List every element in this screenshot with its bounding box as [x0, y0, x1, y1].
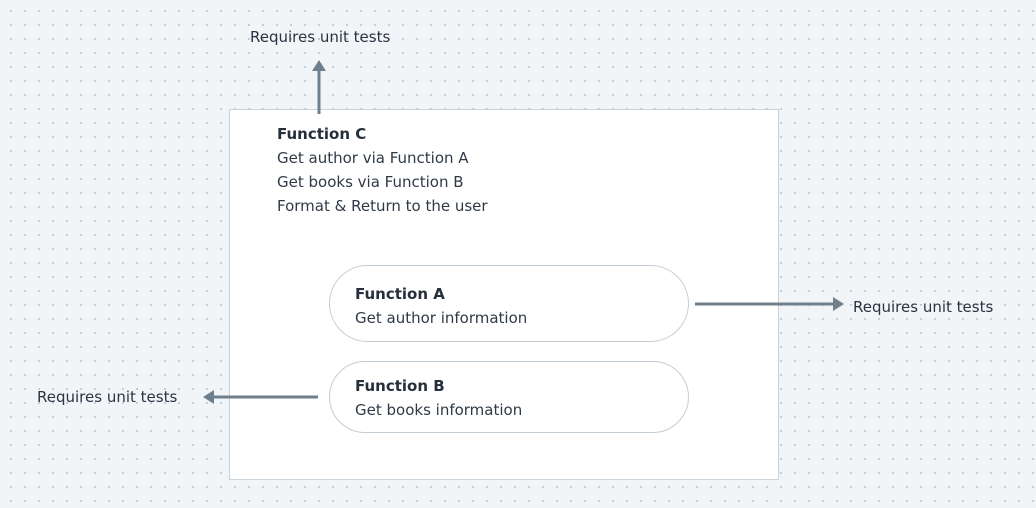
annotation-top: Requires unit tests: [250, 28, 391, 46]
function-c-step-3: Format & Return to the user: [277, 197, 488, 215]
annotation-right: Requires unit tests: [853, 298, 994, 316]
function-b-title: Function B: [355, 377, 445, 395]
function-c-step-1: Get author via Function A: [277, 149, 469, 167]
function-b-node: Function B Get books information: [329, 361, 689, 433]
function-a-title: Function A: [355, 285, 445, 303]
function-b-description: Get books information: [355, 401, 523, 419]
function-c-block: Function C Get author via Function A Get…: [277, 122, 488, 218]
annotation-left: Requires unit tests: [37, 388, 178, 406]
function-c-step-2: Get books via Function B: [277, 173, 464, 191]
function-a-description: Get author information: [355, 309, 528, 327]
function-c-title: Function C: [277, 125, 367, 143]
arrow-up-icon: [312, 60, 326, 114]
function-a-node: Function A Get author information: [329, 265, 689, 342]
